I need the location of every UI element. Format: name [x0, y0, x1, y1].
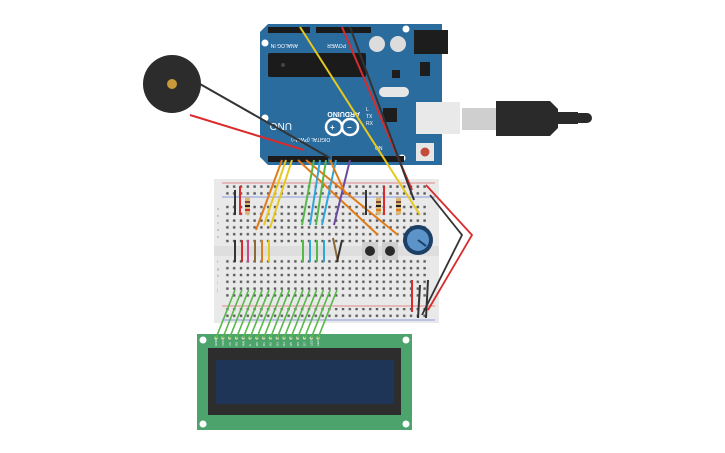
- lcd-pin-label: V0: [228, 342, 232, 346]
- lcd-pin-label: RW: [241, 341, 245, 346]
- center-channel: [214, 246, 439, 256]
- lcd-pin-label: D6: [296, 342, 300, 346]
- usb-chip: [383, 108, 397, 122]
- lcd-wire: [290, 289, 311, 339]
- breadboard-jumpers: [234, 186, 429, 319]
- crystal: [379, 87, 409, 97]
- atmega-chip: [268, 53, 366, 77]
- lcd-pin-label: LED: [316, 339, 320, 346]
- usb-cable: [462, 101, 592, 136]
- wire-power-gnd: [349, 26, 415, 201]
- bottom-power-rail: [224, 308, 430, 318]
- arduino-uno-board[interactable]: + − UNO ARDUINO ANALOG IN POWER DIGITAL …: [260, 24, 460, 165]
- lcd-screen: [216, 360, 394, 404]
- lcd-wire: [256, 289, 277, 339]
- lcd-pin-label: D4: [282, 342, 286, 346]
- capacitor-2: [390, 36, 406, 52]
- arduino-logo: + −: [324, 117, 360, 137]
- wire-buzzer-gnd: [199, 83, 331, 159]
- row-label-i: i: [217, 280, 218, 285]
- lcd-pin-label: D2: [269, 342, 273, 346]
- analog-header: [268, 27, 310, 33]
- lcd-wire: [310, 289, 331, 339]
- row-label-h: h: [217, 273, 219, 278]
- l-label: L: [366, 107, 369, 113]
- lcd-pin-label: E: [248, 344, 252, 346]
- digital-header-low: [268, 156, 328, 162]
- resistor-1: [245, 197, 250, 215]
- power-label: POWER: [327, 42, 346, 48]
- wires: [189, 26, 474, 316]
- analog-in-label: ANALOG IN: [270, 42, 298, 48]
- lcd-pin-label: D5: [289, 342, 293, 346]
- row-label-c: c: [217, 220, 219, 225]
- lcd-pin-label: D7: [303, 342, 307, 346]
- lcd-pin-label: D0: [255, 342, 259, 346]
- lcd-pin-label: D1: [262, 342, 266, 346]
- lcd-wire: [228, 289, 250, 339]
- row-label-f: f: [217, 259, 219, 264]
- row-label-b: b: [217, 213, 220, 218]
- piezo-buzzer[interactable]: [143, 55, 201, 113]
- lcd-wire: [222, 289, 243, 339]
- lcd-wire: [303, 289, 325, 339]
- lcd-pin-label: D3: [275, 342, 279, 346]
- lcd-pin-label: GND: [214, 339, 218, 347]
- wire-rail-gnd: [421, 194, 464, 316]
- lcd-wire: [276, 289, 297, 339]
- tx-label: TX: [366, 114, 373, 120]
- digital-label: DIGITAL (PWM~): [291, 136, 330, 142]
- lcd-wire: [215, 289, 236, 339]
- svg-text:+: +: [330, 123, 335, 132]
- resistor-2: [376, 197, 381, 215]
- lcd-wire: [269, 289, 291, 339]
- terminal-strip-bottom: [224, 258, 430, 298]
- lcd-pin-label: RS: [235, 342, 239, 346]
- lcd-pin-label: LED: [309, 339, 313, 346]
- potentiometer[interactable]: [403, 225, 433, 255]
- lcd-pin-label: VCC: [221, 339, 225, 346]
- row-label-j: j: [216, 287, 218, 292]
- push-button-2[interactable]: [382, 242, 398, 260]
- lcd-wire: [235, 289, 257, 339]
- lcd-wire: [242, 289, 263, 339]
- row-label-d: d: [217, 227, 219, 232]
- wire-5v: [299, 26, 421, 216]
- lcd-wires: [215, 289, 338, 339]
- model-label: UNO: [270, 120, 292, 131]
- power-jack: [414, 30, 448, 54]
- svg-text:−: −: [347, 123, 352, 132]
- row-label-g: g: [217, 266, 219, 271]
- digital-header-high: [332, 156, 404, 162]
- wire-buzzer-signal: [189, 114, 305, 151]
- lcd-wire: [317, 289, 338, 339]
- lcd-wire: [296, 289, 318, 339]
- capacitor-1: [369, 36, 385, 52]
- usb-port: [416, 102, 460, 134]
- lcd-wire: [283, 289, 304, 339]
- row-label-e: e: [217, 234, 220, 239]
- lcd-wire: [249, 289, 270, 339]
- top-power-rail: [224, 185, 430, 195]
- brand-label: ARDUINO: [327, 110, 360, 117]
- rx-label: RX: [366, 121, 374, 127]
- lcd-wire: [262, 289, 284, 339]
- row-label-a: a: [217, 206, 220, 211]
- push-button-1[interactable]: [362, 242, 378, 260]
- wire-rail-red: [425, 184, 474, 311]
- resistor-3: [396, 197, 401, 215]
